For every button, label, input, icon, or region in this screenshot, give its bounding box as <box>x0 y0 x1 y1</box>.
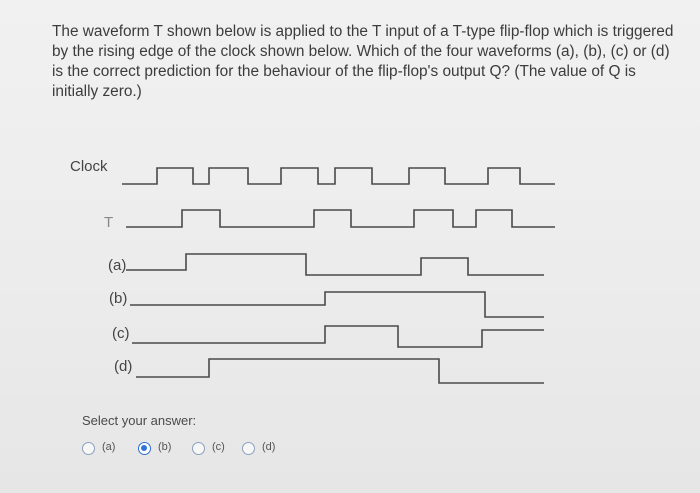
radio-b-circle[interactable] <box>138 442 151 455</box>
option-d-label: (d) <box>114 358 133 375</box>
radio-a-circle[interactable] <box>82 442 95 455</box>
question-text: The waveform T shown below is applied to… <box>52 23 674 100</box>
radio-c-circle[interactable] <box>192 442 205 455</box>
clock-waveform <box>122 167 555 185</box>
waveform-b <box>130 291 544 318</box>
waveform-d <box>136 358 544 384</box>
option-b-text[interactable]: (b) <box>158 441 172 453</box>
t-label: T <box>104 214 114 231</box>
waveform-c <box>132 325 544 348</box>
option-a-label: (a) <box>108 257 127 274</box>
option-b-label: (b) <box>109 290 128 307</box>
radio-d-circle[interactable] <box>242 442 255 455</box>
option-d-text[interactable]: (d) <box>262 441 276 453</box>
waveform-a <box>126 253 544 276</box>
option-c-label: (c) <box>112 325 130 342</box>
clock-label: Clock <box>70 158 108 175</box>
option-a-text[interactable]: (a) <box>102 441 116 453</box>
select-answer-prompt: Select your answer: <box>82 413 197 428</box>
option-c-text[interactable]: (c) <box>212 441 225 453</box>
t-waveform <box>126 209 555 228</box>
